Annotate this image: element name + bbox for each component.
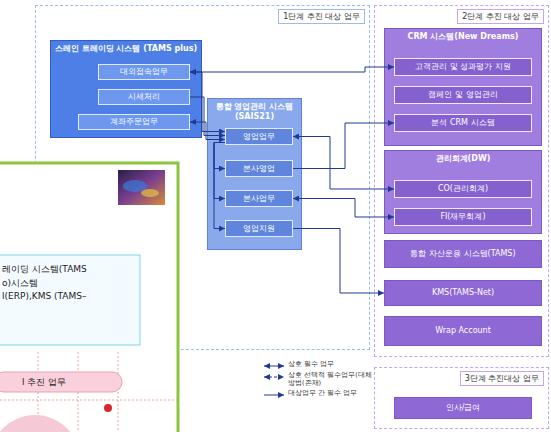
legend-text: 상호 선택적 필수업무(대체 방법(존재) [288,372,372,388]
connector-group [190,67,394,293]
process-label: 통합 자산운용 시스템(TAMS) [410,249,515,258]
slide-text: o)시스템 [2,277,38,290]
connector [190,122,225,140]
slide-text-frame [0,255,140,345]
process-box: 대외접속업무 [98,64,190,80]
stage-label: 3단계 추진대상 업무 [460,371,544,386]
legend-sample [262,362,286,370]
process-label: 본사업무 [243,194,275,203]
legend-row: 상호 필수 업무 [262,361,372,370]
process-box: 인사/급여 [394,397,532,419]
legend: 상호 필수 업무상호 선택적 필수업무(대체 방법(존재) 대상업무 간 필수 업… [262,361,372,401]
stage-label: 1단계 추진 대상 업무 [278,9,365,24]
system-title: 관리회계(DW) [385,151,541,166]
connector [190,97,225,136]
process-label: 대외접속업무 [120,67,168,76]
slide-text: l(ERP),KMS (TAMS– [2,291,86,301]
slide-heading-bar [0,372,122,392]
stage-region: 2단계 추진 대상 업무 CRM 시스템(New Dreams) 고객관리 및 성과… [374,5,549,357]
process-label: Wrap Account [435,326,491,335]
stage-region: 3단계 추진대상 업무인사/급여 [374,367,549,429]
system-box: CRM 시스템(New Dreams) 고객관리 및 성과평가 지원캠페인 및 영… [384,28,542,146]
process-label: FI(재무회계) [440,212,485,221]
process-label: 고객관리 및 성과평가 지원 [415,62,511,71]
system-title: CRM 시스템(New Dreams) [385,29,541,44]
system-box: 통합 자산운용 시스템(TAMS) [384,240,542,268]
process-box: 시세처리 [98,89,190,105]
connector [293,199,394,218]
process-label: 영업지원 [243,224,275,233]
legend-text: 상호 필수 업무 [288,361,334,369]
legend-row: 상호 선택적 필수업무(대체 방법(존재) [262,372,372,388]
thumbnail-image [118,170,165,205]
process-box: 영업지원 [225,220,293,237]
process-label: 계좌주문업무 [110,117,158,126]
slide-text: l 추진 업무 [22,376,66,389]
slide-red-dot [104,404,112,412]
process-label: 영업업무 [243,132,275,141]
system-box: 관리회계(DW) CO(관리회계) FI(재무회계) [384,150,542,234]
connector [190,67,394,72]
stage-label: 2단계 추진 대상 업무 [457,9,544,24]
thumbnail-swirl [123,180,147,192]
process-box: 영업업무 [225,128,293,145]
thumbnail-swirl [141,189,159,197]
connector [214,143,225,169]
process-label: 캠페인 및 영업관리 [428,90,497,99]
slide-pink-circle [0,415,80,432]
process-label: 시세처리 [128,92,160,101]
process-box: 분석 CRM 시스템 [394,114,532,132]
process-label: 인사/급여 [446,403,481,412]
process-box: 본사영업 [225,160,293,177]
process-box: 본사업무 [225,190,293,207]
process-label: 분석 CRM 시스템 [431,118,494,127]
system-box: Wrap Account [384,316,542,346]
connector [214,143,225,229]
system-title: 스레인 트레이딩 시스템 (TAMS plus) [51,41,201,56]
legend-line [264,377,284,378]
system-box: 스레인 트레이딩 시스템 (TAMS plus) 대외접속업무시세처리계좌주문업무 [50,40,202,138]
process-label: KMS(TAMS-Net) [432,288,494,297]
process-box: 고객관리 및 성과평가 지원 [394,58,532,76]
legend-text: 대상업무 간 필수 업무 [288,390,357,398]
connector [293,123,394,169]
legend-line [264,394,284,395]
system-box: KMS(TAMS-Net) [384,280,542,306]
system-title: 통합 영업관리 시스템 (SAIS21) [208,99,301,123]
system-box: 통합 영업관리 시스템 (SAIS21) 영업업무본사영업본사업무영업지원 [207,98,302,250]
process-box: CO(관리회계) [394,180,532,198]
process-label: 본사영업 [243,164,275,173]
legend-row: 대상업무 간 필수 업무 [262,390,372,399]
process-box: FI(재무회계) [394,208,532,226]
legend-sample [262,373,286,381]
connector [293,229,384,294]
slide-text: 레이딩 시스템(TAMS [2,263,87,276]
process-box: 캠페인 및 영업관리 [394,86,532,104]
legend-sample [262,391,286,399]
connector [190,72,225,132]
process-label: CO(관리회계) [438,184,488,193]
connector [293,137,394,190]
legend-line [264,366,284,367]
process-box: 계좌주문업무 [78,114,190,130]
connector [214,143,225,199]
